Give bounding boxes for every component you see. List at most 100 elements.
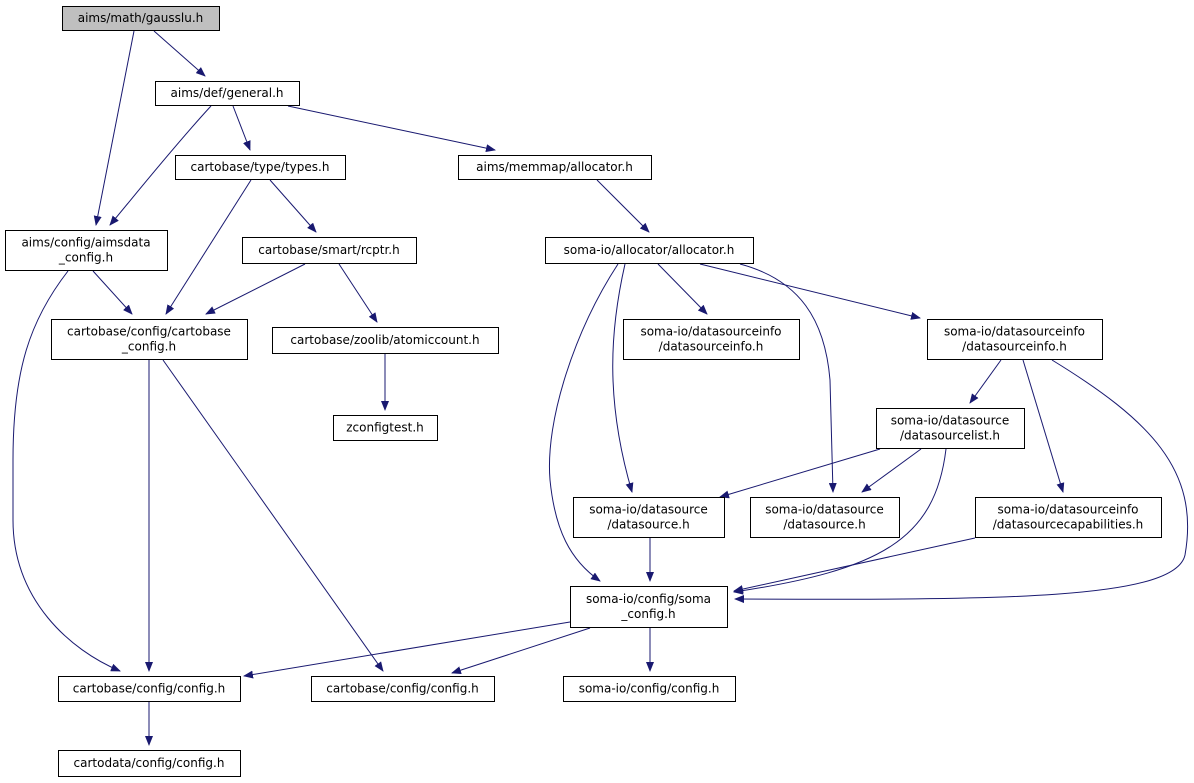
edge-n10-to-n12 — [969, 359, 1002, 404]
node-n9[interactable]: soma-io/datasourceinfo/datasourceinfo.h — [623, 319, 800, 360]
node-label: soma-io/datasource — [589, 503, 708, 517]
node-label: soma-io/datasourceinfo — [640, 325, 781, 339]
edge-n1-to-n3 — [232, 105, 251, 151]
edge-n16-to-n18 — [451, 627, 591, 675]
node-n1[interactable]: aims/def/general.h — [155, 81, 300, 106]
node-label: cartobase/type/types.h — [191, 160, 330, 174]
node-label: /datasourceinfo.h — [659, 340, 764, 354]
node-n4[interactable]: aims/memmap/allocator.h — [458, 155, 652, 180]
node-n10[interactable]: soma-io/datasourceinfo/datasourceinfo.h — [927, 319, 1103, 360]
node-label: aims/memmap/allocator.h — [476, 160, 633, 174]
node-n16[interactable]: soma-io/config/soma_config.h — [570, 586, 728, 628]
node-n18[interactable]: cartobase/config/config.h — [311, 676, 495, 702]
node-n2[interactable]: aims/config/aimsdata_config.h — [5, 230, 168, 271]
node-box — [58, 750, 241, 777]
edge-n3-to-n7 — [165, 179, 252, 315]
edge-n0-to-n2 — [93, 30, 135, 226]
node-label: /datasource.h — [783, 518, 865, 532]
node-n5[interactable]: cartobase/smart/rcptr.h — [242, 237, 417, 264]
node-label: /datasource.h — [607, 518, 689, 532]
node-n7[interactable]: cartobase/config/cartobase_config.h — [51, 319, 248, 360]
node-box — [563, 676, 736, 702]
edge-n5-to-n8 — [338, 263, 378, 323]
node-box — [62, 6, 220, 31]
edge-n10-to-n16 — [734, 359, 1189, 604]
edge-n16-to-n17 — [243, 621, 571, 679]
node-label: soma-io/config/soma — [586, 592, 711, 606]
nodes-layer: aims/math/gausslu.h aims/def/general.h aim… — [5, 6, 1162, 777]
node-box — [5, 230, 168, 271]
node-box — [155, 81, 300, 106]
node-box — [58, 676, 241, 702]
edge-n2-to-n7 — [92, 270, 133, 315]
node-label: /datasourcelist.h — [900, 429, 1000, 443]
node-box — [545, 237, 754, 264]
edge-n7-to-n18 — [162, 359, 384, 672]
edge-n12-to-n13 — [719, 448, 881, 499]
edge-n12-to-n14 — [861, 448, 922, 493]
node-n8[interactable]: cartobase/zoolib/atomiccount.h — [272, 327, 499, 354]
node-box — [570, 586, 728, 628]
node-label: _config.h — [620, 607, 675, 621]
node-box — [876, 408, 1025, 449]
edge-n6-to-n10 — [699, 263, 921, 320]
node-box — [623, 319, 800, 360]
edge-n4-to-n6 — [596, 179, 650, 233]
node-n12[interactable]: soma-io/datasource/datasourcelist.h — [876, 408, 1025, 449]
edge-n6-to-n13 — [612, 263, 634, 493]
node-n0[interactable]: aims/math/gausslu.h — [62, 6, 220, 31]
edge-n12-to-n16 — [733, 448, 947, 595]
node-label: cartobase/config/cartobase — [67, 325, 231, 339]
edge-n2-to-n17 — [12, 270, 121, 672]
edge-n0-to-n1 — [153, 30, 206, 77]
edge-n3-to-n5 — [269, 179, 317, 233]
edge-n15-to-n16 — [733, 537, 976, 593]
node-n13[interactable]: soma-io/datasource/datasource.h — [573, 497, 725, 538]
node-box — [311, 676, 495, 702]
node-label: cartobase/smart/rcptr.h — [258, 243, 399, 257]
edge-n6-to-n16 — [548, 263, 619, 582]
node-n14[interactable]: soma-io/datasource/datasource.h — [750, 497, 900, 538]
node-label: soma-io/datasource — [891, 414, 1010, 428]
edge-n6-to-n14 — [739, 263, 837, 493]
node-label: cartobase/config/config.h — [326, 682, 478, 696]
node-label: aims/config/aimsdata — [21, 236, 150, 250]
node-n6[interactable]: soma-io/allocator/allocator.h — [545, 237, 754, 264]
node-label: zconfigtest.h — [346, 421, 423, 435]
node-label: soma-io/datasourceinfo — [944, 325, 1085, 339]
node-box — [975, 497, 1162, 538]
node-n19[interactable]: soma-io/config/config.h — [563, 676, 736, 702]
node-label: /datasourcecapabilities.h — [993, 518, 1144, 532]
node-label: aims/math/gausslu.h — [78, 11, 204, 25]
node-label: soma-io/datasourceinfo — [997, 503, 1138, 517]
edge-n6-to-n9 — [657, 263, 708, 315]
node-label: /datasourceinfo.h — [962, 340, 1067, 354]
node-label: cartobase/config/config.h — [73, 682, 225, 696]
node-n15[interactable]: soma-io/datasourceinfo/datasourcecapabil… — [975, 497, 1162, 538]
edges-layer — [12, 30, 1189, 746]
node-n17[interactable]: cartobase/config/config.h — [58, 676, 241, 702]
node-box — [573, 497, 725, 538]
node-box — [242, 237, 417, 264]
edge-n5-to-n7 — [205, 263, 306, 315]
node-n20[interactable]: cartodata/config/config.h — [58, 750, 241, 777]
node-box — [750, 497, 900, 538]
node-n11[interactable]: zconfigtest.h — [333, 415, 438, 441]
node-box — [175, 155, 346, 180]
node-label: aims/def/general.h — [171, 86, 284, 100]
node-label: cartobase/zoolib/atomiccount.h — [290, 333, 479, 347]
node-box — [333, 415, 438, 441]
node-n3[interactable]: cartobase/type/types.h — [175, 155, 346, 180]
node-label: soma-io/config/config.h — [579, 682, 720, 696]
node-label: cartodata/config/config.h — [74, 756, 225, 770]
node-box — [272, 327, 499, 354]
node-label: _config.h — [121, 340, 176, 354]
edge-n10-to-n15 — [1022, 359, 1065, 493]
node-label: soma-io/allocator/allocator.h — [564, 243, 735, 257]
node-label: _config.h — [58, 251, 113, 265]
node-label: soma-io/datasource — [765, 503, 884, 517]
node-box — [458, 155, 652, 180]
node-box — [51, 319, 248, 360]
edge-n1-to-n2 — [109, 105, 212, 226]
